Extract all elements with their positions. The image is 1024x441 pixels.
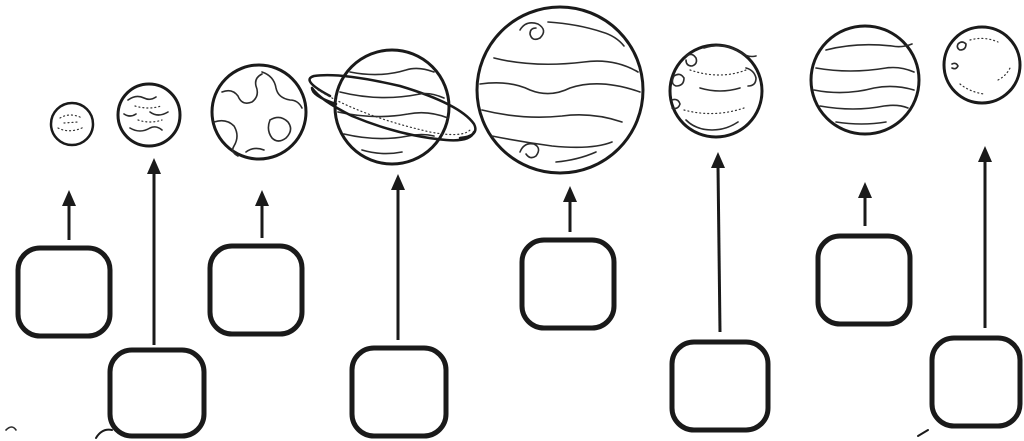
arrow-venus [147, 158, 161, 345]
arrow-saturn [391, 174, 405, 340]
planet-earth-icon [212, 65, 306, 159]
answer-box-saturn[interactable] [352, 348, 446, 436]
answer-box-neptune[interactable] [932, 338, 1020, 426]
planet-saturn-icon [310, 50, 476, 164]
answer-box-uranus[interactable] [818, 236, 910, 324]
arrow-uranus [858, 182, 872, 226]
arrow-earth [255, 190, 269, 238]
arrow-neptune [978, 146, 992, 328]
arrow-mercury [62, 190, 76, 240]
answer-box-jupiter[interactable] [522, 240, 614, 328]
planet-venus-icon [118, 84, 180, 146]
arrow-jupiter [563, 186, 577, 232]
answer-box-mars[interactable] [672, 342, 768, 430]
answer-box-venus[interactable] [110, 350, 204, 436]
arrow-mars [711, 152, 725, 332]
planet-neptune-icon [944, 27, 1020, 103]
planet-mercury-icon [51, 103, 93, 145]
answer-box-earth[interactable] [210, 246, 302, 334]
answer-boxes[interactable] [18, 236, 1020, 436]
planet-uranus-icon [811, 26, 919, 134]
planet-jupiter-icon [477, 7, 643, 173]
answer-box-mercury[interactable] [18, 248, 110, 336]
planet-mars-icon [670, 45, 762, 137]
